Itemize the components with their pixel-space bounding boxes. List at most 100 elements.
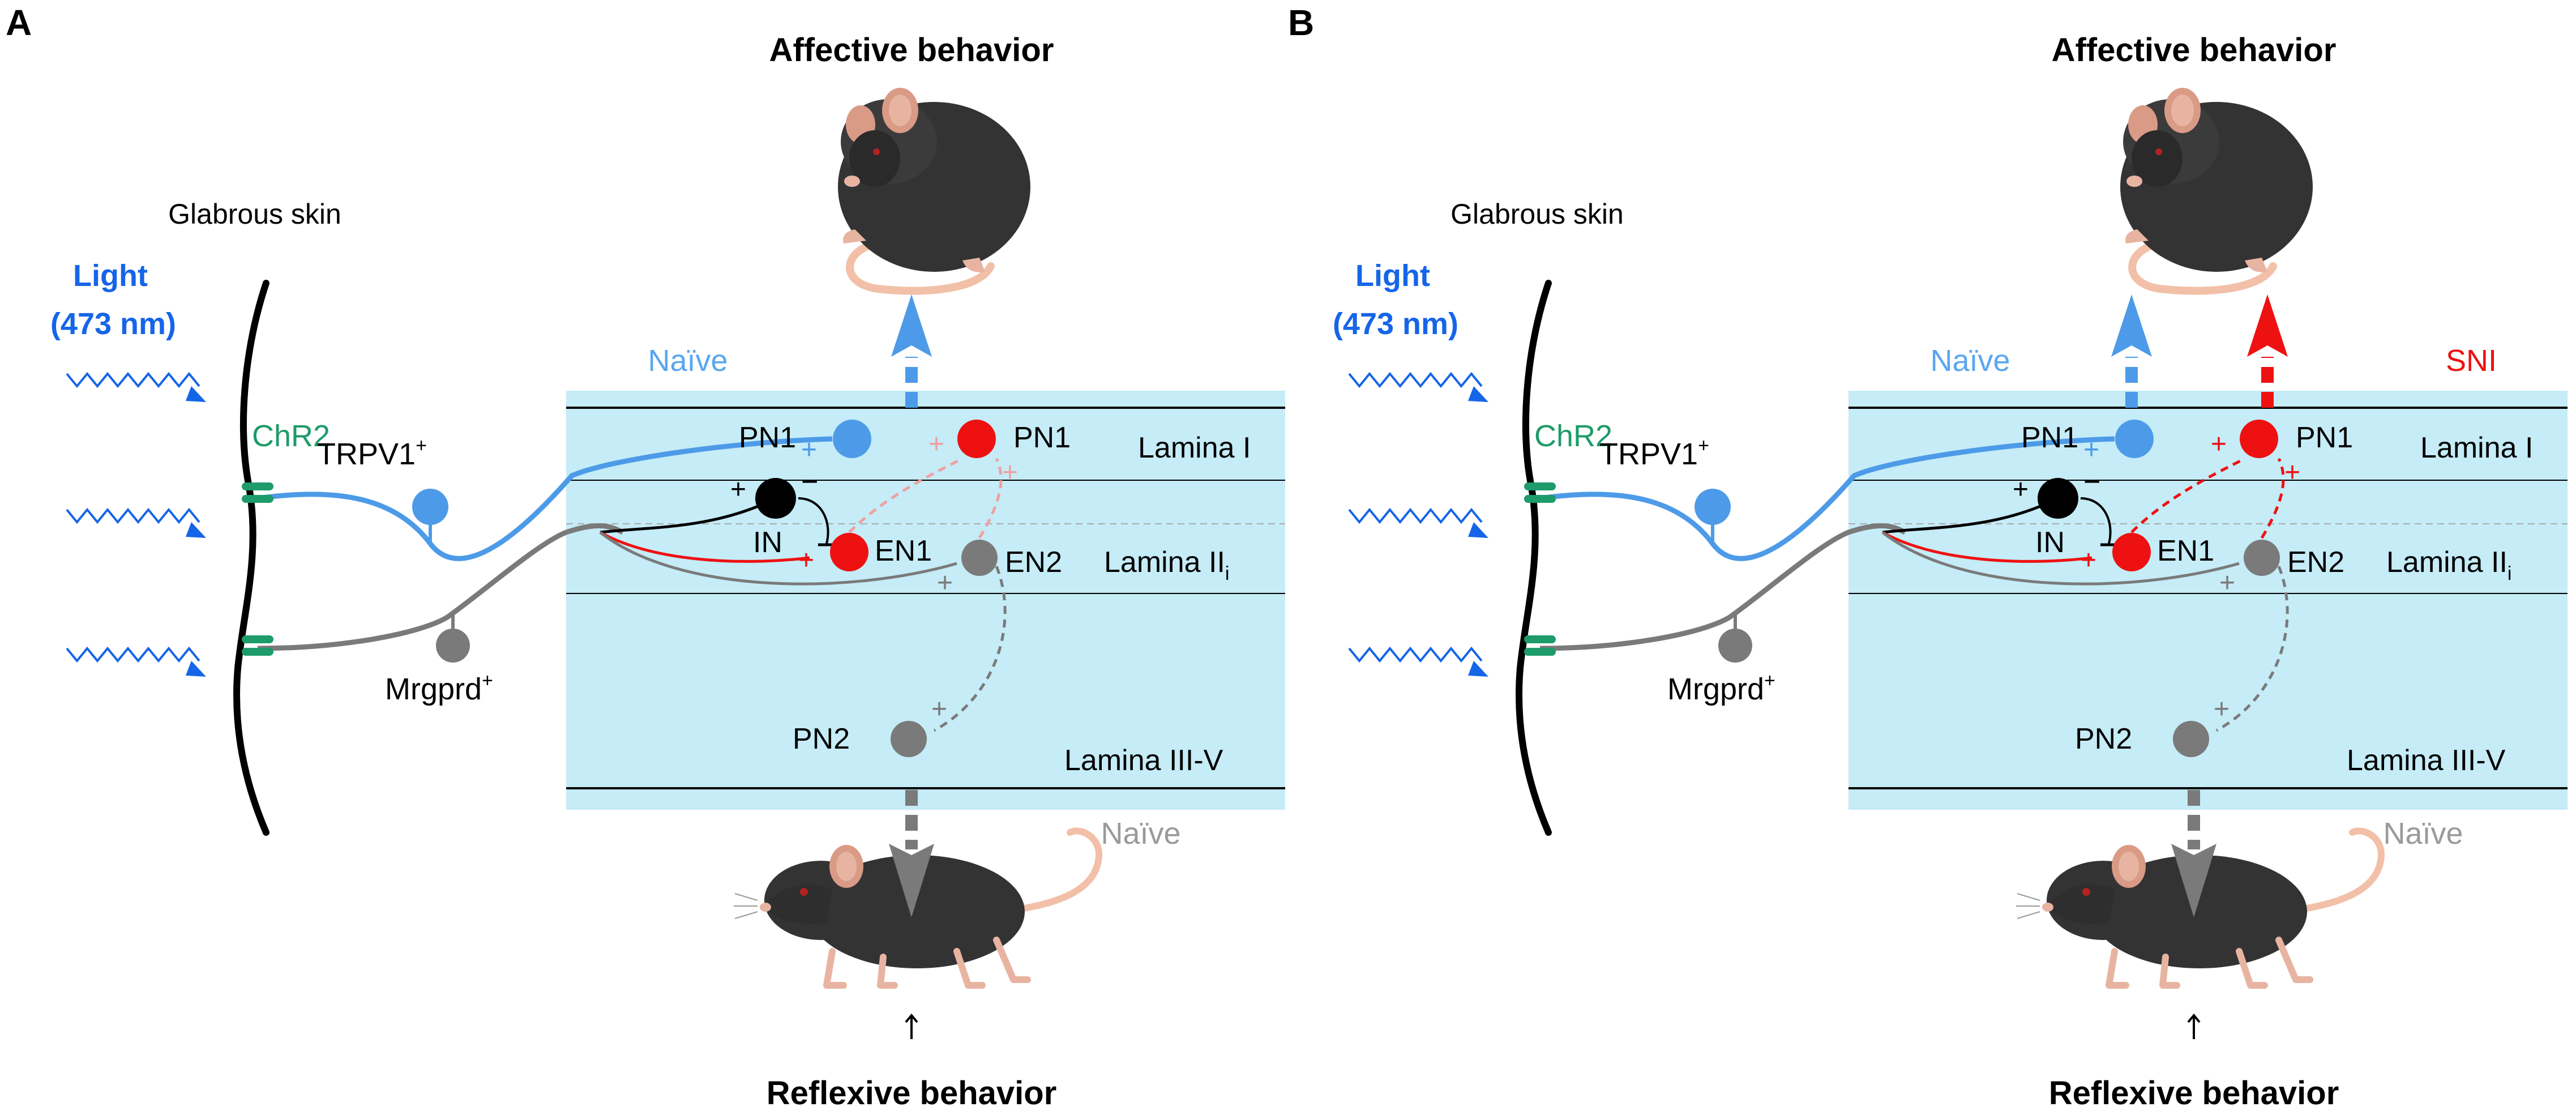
pn2-label: PN2	[2075, 723, 2132, 755]
pn1-right-plus-sign: +	[2211, 429, 2227, 459]
light-pulse-icon	[1348, 647, 1490, 678]
in-inhibitory-projection	[2080, 497, 2112, 544]
light-label: Light	[73, 259, 148, 293]
pn1-left-neuron	[2115, 420, 2154, 458]
afferent-to-en2	[599, 531, 957, 586]
chr2-channel-icon	[242, 635, 273, 643]
in-plus-sign: +	[2013, 475, 2029, 505]
small-arrow-icon	[2187, 1013, 2201, 1039]
light-pulse-icon	[1348, 509, 1490, 539]
trpv1-label: TRPV1+	[317, 435, 427, 471]
chr2-channel-icon	[242, 482, 273, 490]
lamina-3-label: Lamina III-V	[1064, 744, 1223, 777]
lamina-2-label: Lamina IIi	[2386, 546, 2511, 584]
panel-letter: B	[1288, 2, 1314, 43]
reflexive-behavior-title: Reflexive behavior	[2049, 1075, 2339, 1112]
skin-line	[233, 280, 269, 836]
en1-plus-sign: +	[798, 545, 814, 575]
reflexive-arrow-icon	[889, 844, 934, 917]
en2-label: EN2	[2287, 546, 2344, 579]
in-label: IN	[2035, 526, 2065, 559]
trpv1-soma	[1694, 489, 1731, 525]
pn2-plus-sign: +	[931, 694, 947, 724]
light-pulse-icon	[66, 373, 207, 403]
skin-label: Glabrous skin	[1450, 198, 1624, 230]
pn1-left-label: PN1	[739, 421, 796, 454]
affective-arrow-icon	[891, 294, 932, 357]
in-plus-sign: +	[730, 475, 746, 505]
pn2-neuron	[2173, 721, 2209, 757]
naive-bottom-label: Naïve	[2383, 817, 2463, 851]
chr2-channel-icon	[242, 648, 273, 656]
chr2-channel-icon	[1524, 495, 1556, 503]
affective-behavior-title: Affective behavior	[2052, 32, 2337, 69]
chr2-channel-icon	[1524, 648, 1556, 656]
lamina-1-label: Lamina I	[1138, 432, 1251, 464]
skin-line	[1516, 280, 1552, 836]
naive-top-label: Naïve	[1930, 344, 2010, 378]
pn2-label: PN2	[793, 723, 850, 755]
pn1-left-plus-sign: +	[801, 435, 817, 465]
en2-label: EN2	[1005, 546, 1062, 579]
en1-pn1-plus-sign: +	[2284, 458, 2300, 488]
en1-pn1-plus-sign: +	[1002, 458, 1018, 488]
afferent-to-in	[1882, 497, 2059, 534]
in-label: IN	[753, 526, 782, 559]
en2-plus-sign: +	[937, 568, 953, 598]
en2-to-pn2-pathway	[2215, 566, 2289, 732]
trpv1-afferent	[257, 436, 833, 561]
pn1-right-neuron	[957, 420, 996, 458]
in-minus-sign: −	[2083, 465, 2100, 498]
in-neuron	[755, 478, 796, 519]
pn1-right-label: PN1	[2296, 421, 2353, 454]
en1-plus-sign: +	[2081, 545, 2096, 575]
lamina-1-label: Lamina I	[2420, 432, 2533, 464]
lamina-2-label: Lamina IIi	[1104, 546, 1229, 584]
pn1-left-label: PN1	[2021, 421, 2078, 454]
en2-neuron	[961, 540, 998, 576]
panel-letter: A	[6, 2, 32, 43]
pn1-right-label: PN1	[1013, 421, 1071, 454]
light-pulse-icon	[66, 647, 207, 678]
naive-bottom-label: Naïve	[1101, 817, 1180, 851]
en2-to-pn2-pathway	[933, 566, 1007, 732]
afferent-to-en1	[599, 531, 810, 563]
mrgprd-soma	[436, 629, 470, 663]
chr2-label: ChR2	[1534, 419, 1612, 453]
en1-neuron	[830, 533, 868, 571]
trpv1-afferent	[1539, 436, 2115, 561]
mouse-top-icon	[838, 88, 1030, 291]
in-neuron	[2038, 478, 2078, 519]
mrgprd-label: Mrgprd+	[1667, 670, 1775, 706]
pn1-left-neuron	[833, 420, 871, 458]
mrgprd-label: Mrgprd+	[385, 670, 493, 706]
mrgprd-afferent	[1539, 523, 1907, 651]
en2-plus-sign: +	[2219, 568, 2235, 598]
en1-to-pn1-pathway	[848, 457, 964, 533]
afferent-to-en2	[1881, 531, 2240, 586]
pn1-right-neuron	[2240, 420, 2278, 458]
small-arrow-icon	[905, 1013, 918, 1039]
pn1-left-plus-sign: +	[2083, 435, 2099, 465]
chr2-channel-icon	[1524, 482, 1556, 490]
mrgprd-soma	[1718, 629, 1752, 663]
afferent-to-in	[600, 497, 777, 534]
affective-arrow-sni-icon	[2247, 294, 2288, 357]
mouse-top-icon	[2120, 88, 2313, 291]
afferent-to-en1	[1881, 531, 2093, 563]
light-pulse-icon	[1348, 373, 1490, 403]
en2-to-pn1-pathway	[2260, 458, 2285, 539]
light-pulse-icon	[66, 509, 207, 539]
light-wavelength-label: (473 nm)	[50, 307, 176, 341]
affective-behavior-title: Affective behavior	[769, 32, 1054, 69]
skin-label: Glabrous skin	[168, 198, 341, 230]
in-minus-sign: −	[801, 465, 818, 498]
en1-to-pn1-pathway	[2130, 457, 2246, 533]
en1-neuron	[2112, 533, 2151, 571]
pn1-right-plus-sign: +	[928, 429, 944, 459]
pn2-neuron	[891, 721, 927, 757]
chr2-label: ChR2	[252, 419, 330, 453]
chr2-channel-icon	[1524, 635, 1556, 643]
